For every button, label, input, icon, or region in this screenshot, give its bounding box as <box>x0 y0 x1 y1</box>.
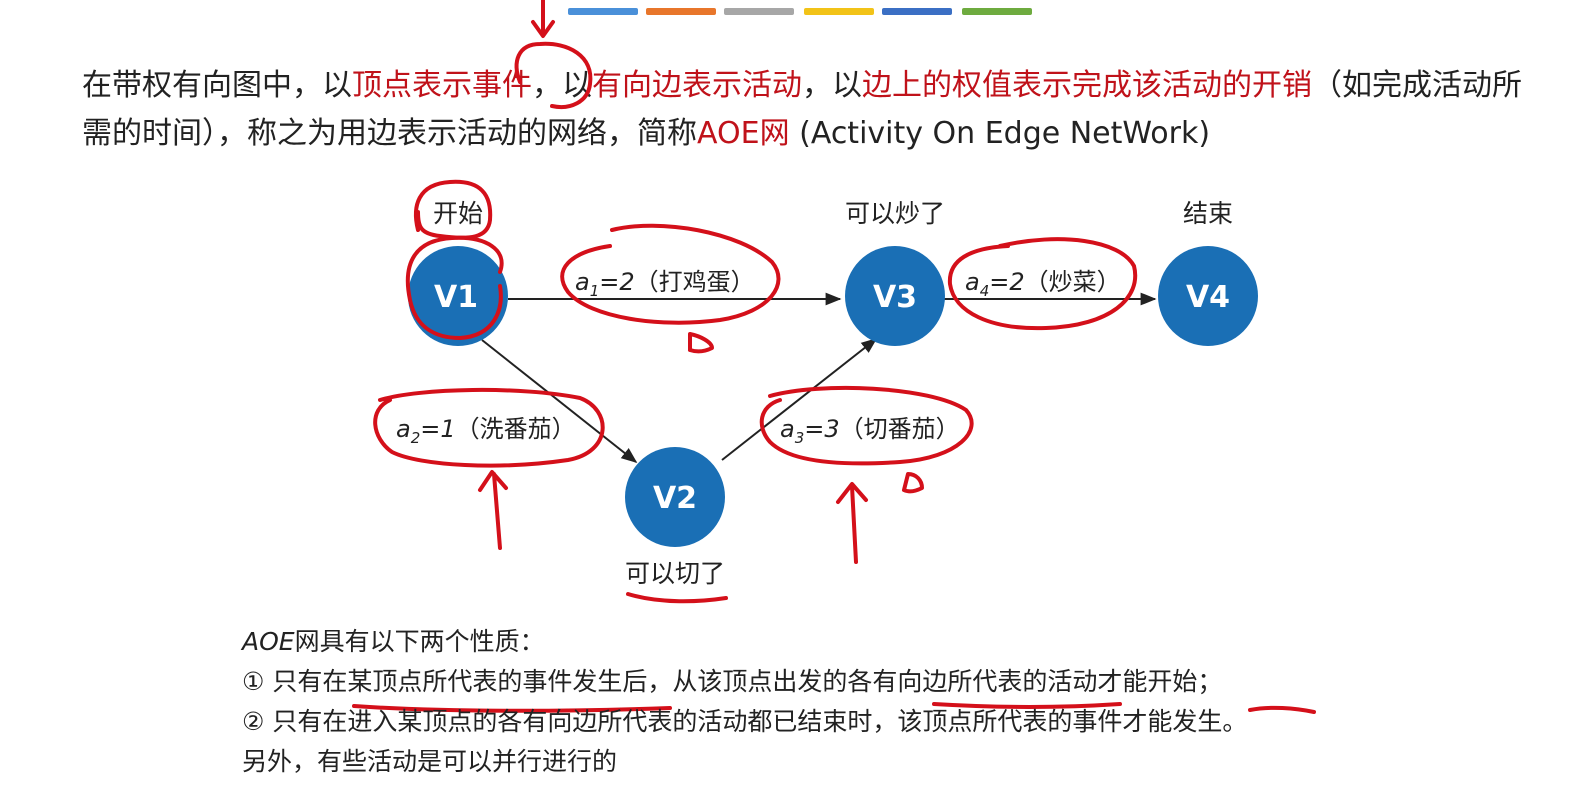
intro-highlight-weight-cost: 边上的权值表示完成该活动的开销 <box>862 68 1312 103</box>
edge-label-a4-activity: （炒菜） <box>1025 268 1121 296</box>
node-v1-caption: 开始 <box>433 199 483 228</box>
edge-label-a1-activity: （打鸡蛋） <box>635 268 755 296</box>
edge-label-a1: a1=2（打鸡蛋） <box>575 268 755 300</box>
edge-label-a3-sym: a <box>780 415 795 443</box>
color-strip-gray <box>724 8 794 15</box>
edge-v2-v3 <box>721 338 878 461</box>
intro-paragraph: 在带权有向图中，以顶点表示事件，以有向边表示活动，以边上的权值表示完成该活动的开… <box>82 62 1542 158</box>
intro-highlight-aoe: AOE网 <box>697 116 790 151</box>
annotation-underline-property-1b <box>932 702 1122 709</box>
intro-highlight-edge-activity: 有向边表示活动 <box>592 68 802 103</box>
color-strip-orange <box>646 8 716 15</box>
annotation-top-arrow <box>531 0 555 38</box>
edge-label-a2-activity: （洗番茄） <box>456 415 576 443</box>
edge-label-a1-sym: a <box>575 268 590 296</box>
node-v4-label: V4 <box>1186 280 1230 315</box>
properties-heading-aoe: AOE <box>242 627 295 656</box>
node-v4-caption: 结束 <box>1183 199 1233 228</box>
edge-label-a4-sym: a <box>965 268 980 296</box>
edge-label-a2-sub: 2 <box>411 429 421 447</box>
property-item-2: ② 只有在进入某顶点的各有向边所代表的活动都已结束时，该顶点所代表的事件才能发生… <box>242 707 1248 736</box>
properties-note: 另外，有些活动是可以并行进行的 <box>242 747 618 776</box>
annotation-circle-a2 <box>373 387 605 468</box>
annotation-arrow-a2 <box>478 470 508 550</box>
annotation-underline-v2-caption <box>626 592 728 604</box>
node-v4 <box>1158 246 1258 346</box>
edge-label-a4-sub: 4 <box>980 282 990 300</box>
edge-label-a3-sub: 3 <box>795 429 805 447</box>
intro-text-4: （如完成活动所需的时间），称之为用边表示活动的网络，简称 <box>82 68 1522 151</box>
edge-label-a4: a4=2（炒菜） <box>965 268 1121 300</box>
color-strip-navy <box>882 8 952 15</box>
annotation-circle-a1 <box>560 223 781 325</box>
node-v2-label: V2 <box>653 481 697 516</box>
annotation-circle-v1 <box>405 235 504 340</box>
annotation-circle-a4 <box>947 237 1138 331</box>
annotation-underline-property-1a <box>352 704 672 713</box>
color-strip-blue <box>568 8 638 15</box>
intro-text-3: ，以 <box>802 68 862 103</box>
edge-label-a1-weight: =2 <box>599 268 634 296</box>
annotation-circle-a3 <box>759 385 974 466</box>
annotation-arrow-a3 <box>836 482 868 564</box>
node-v3 <box>845 246 945 346</box>
edge-label-a2-weight: =1 <box>420 415 455 443</box>
edge-label-a2-sym: a <box>396 415 411 443</box>
edge-label-a2: a2=1（洗番茄） <box>396 415 576 447</box>
edge-v1-v2 <box>481 339 638 463</box>
node-v2 <box>625 447 725 547</box>
intro-text-5: (Activity On Edge NetWork) <box>789 116 1211 151</box>
edge-label-a4-weight: =2 <box>989 268 1024 296</box>
aoe-properties: AOE网具有以下两个性质： ① 只有在某顶点所代表的事件发生后，从该顶点出发的各… <box>242 622 1247 782</box>
properties-heading-rest: 网具有以下两个性质： <box>294 627 545 656</box>
properties-heading: AOE网具有以下两个性质： <box>242 622 1247 662</box>
edge-label-a1-sub: 1 <box>590 282 600 300</box>
node-v3-label: V3 <box>873 280 917 315</box>
node-v3-caption: 可以炒了 <box>845 199 945 228</box>
intro-highlight-vertex-event: 顶点表示事件 <box>352 68 532 103</box>
annotation-mark-a1 <box>688 332 714 354</box>
node-v2-caption: 可以切了 <box>625 559 725 588</box>
color-strip-green <box>962 8 1032 15</box>
edge-label-a3-activity: （切番茄） <box>840 415 960 443</box>
edge-label-a3: a3=3（切番茄） <box>780 415 960 447</box>
property-item-1: ① 只有在某顶点所代表的事件发生后，从该顶点出发的各有向边所代表的活动才能开始； <box>242 667 1223 696</box>
node-v1 <box>408 246 508 346</box>
annotation-circle-start <box>413 179 493 240</box>
annotation-mark-a3 <box>902 472 924 494</box>
annotation-circle-event <box>514 41 593 109</box>
annotation-underline-property-2 <box>1248 705 1316 714</box>
intro-text-1: 在带权有向图中，以 <box>82 68 352 103</box>
color-strip-yellow <box>804 8 874 15</box>
edge-label-a3-weight: =3 <box>804 415 839 443</box>
node-v1-label: V1 <box>434 280 478 315</box>
